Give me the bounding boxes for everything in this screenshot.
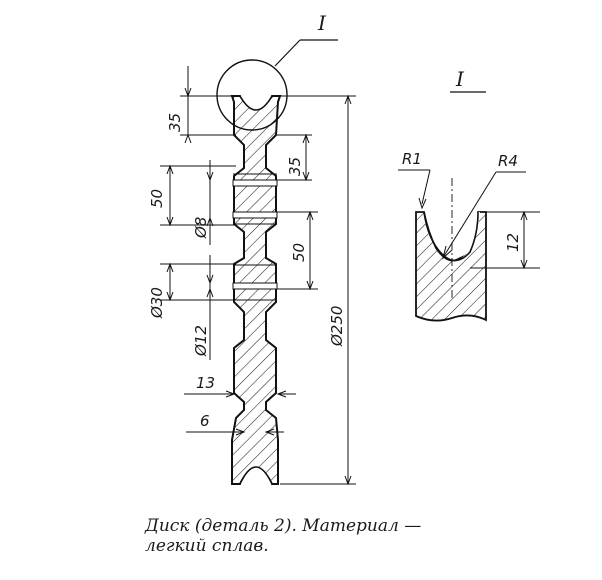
caption-line-1: Диск (деталь 2). Материал —: [145, 516, 422, 536]
dim-bore-diameter: [206, 255, 214, 360]
dim-rim-height: [180, 66, 236, 144]
detail-marker-label: I: [317, 11, 327, 35]
dim-hub-height-label: 50: [148, 189, 166, 208]
dim-hole-diameter-label: Ø8: [192, 217, 210, 239]
dim-hub-height: [160, 164, 236, 227]
dim-web-spacing-label: 50: [290, 243, 308, 262]
detail-radius-large-label: R4: [498, 152, 518, 170]
detail-title: I: [455, 67, 465, 91]
dim-bore-diameter-label: Ø12: [192, 325, 210, 357]
dim-rim-width-label: 13: [196, 374, 215, 392]
dim-web-thickness: [186, 428, 284, 436]
dim-web-spacing: [276, 210, 318, 291]
dim-hole-diameter: [206, 160, 214, 245]
dim-web-thickness-label: 6: [200, 412, 210, 430]
dim-groove-depth: [470, 210, 540, 270]
disk-section: [230, 95, 282, 485]
dim-hole-spacing-top-label: 35: [286, 157, 304, 176]
detail-radius-small-label: R1: [402, 150, 422, 168]
dim-boss-diameter-label: Ø30: [148, 287, 166, 319]
dim-rim-height-label: 35: [166, 113, 184, 132]
dim-hole-spacing-top: [276, 133, 312, 182]
detail-view: I R1 R4 12: [398, 67, 540, 322]
detail-marker: I: [216, 11, 338, 131]
dim-groove-depth-label: 12: [504, 233, 522, 252]
caption-line-2: легкий сплав.: [145, 536, 269, 556]
dim-boss-diameter: [160, 262, 236, 302]
disk-profile: [230, 95, 282, 485]
dim-overall-diameter: [280, 94, 356, 486]
dim-overall-diameter-label: Ø250: [328, 306, 346, 347]
figure-caption: Диск (деталь 2). Материал — легкий сплав…: [145, 516, 585, 556]
dim-rim-width: [184, 390, 296, 398]
